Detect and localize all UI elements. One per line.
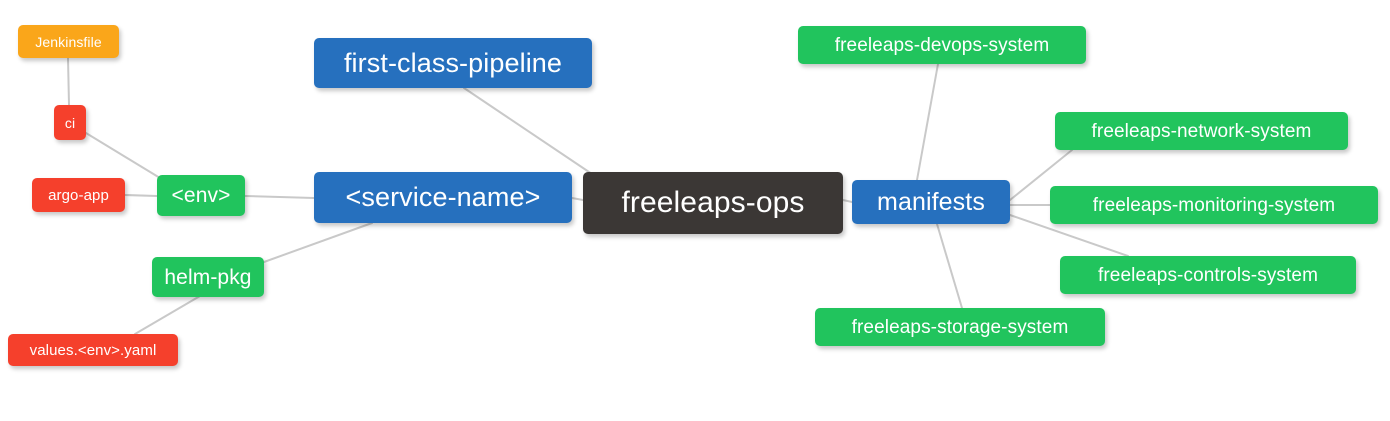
edge-ci-to-jenkinsfile <box>67 57 70 106</box>
edge-helm-pkg-to-values-yaml <box>134 295 201 335</box>
node-first-class-pipeline[interactable]: first-class-pipeline <box>314 38 592 88</box>
node-ci[interactable]: ci <box>54 105 86 140</box>
node-devops-system[interactable]: freeleaps-devops-system <box>798 26 1086 64</box>
edge-freeleaps-ops-to-manifests <box>842 199 853 203</box>
node-storage-system[interactable]: freeleaps-storage-system <box>815 308 1105 346</box>
edge-freeleaps-ops-to-service-name <box>571 197 584 201</box>
node-jenkinsfile[interactable]: Jenkinsfile <box>18 25 119 58</box>
node-argo-app[interactable]: argo-app <box>32 178 125 212</box>
node-env[interactable]: <env> <box>157 175 245 216</box>
edge-service-name-to-first-class-pipeline <box>463 87 593 175</box>
edge-env-to-argo-app <box>124 194 158 197</box>
edge-env-to-ci <box>85 132 161 179</box>
node-service-name[interactable]: <service-name> <box>314 172 572 223</box>
node-freeleaps-ops[interactable]: freeleaps-ops <box>583 172 843 234</box>
edge-service-name-to-helm-pkg <box>263 222 373 263</box>
node-monitoring-system[interactable]: freeleaps-monitoring-system <box>1050 186 1378 224</box>
node-helm-pkg[interactable]: helm-pkg <box>152 257 264 297</box>
edge-manifests-to-devops-system <box>916 63 939 181</box>
node-controls-system[interactable]: freeleaps-controls-system <box>1060 256 1356 294</box>
node-values-yaml[interactable]: values.<env>.yaml <box>8 334 178 366</box>
node-manifests[interactable]: manifests <box>852 180 1010 224</box>
edge-service-name-to-env <box>244 195 315 199</box>
node-network-system[interactable]: freeleaps-network-system <box>1055 112 1348 150</box>
edge-manifests-to-storage-system <box>936 223 963 309</box>
